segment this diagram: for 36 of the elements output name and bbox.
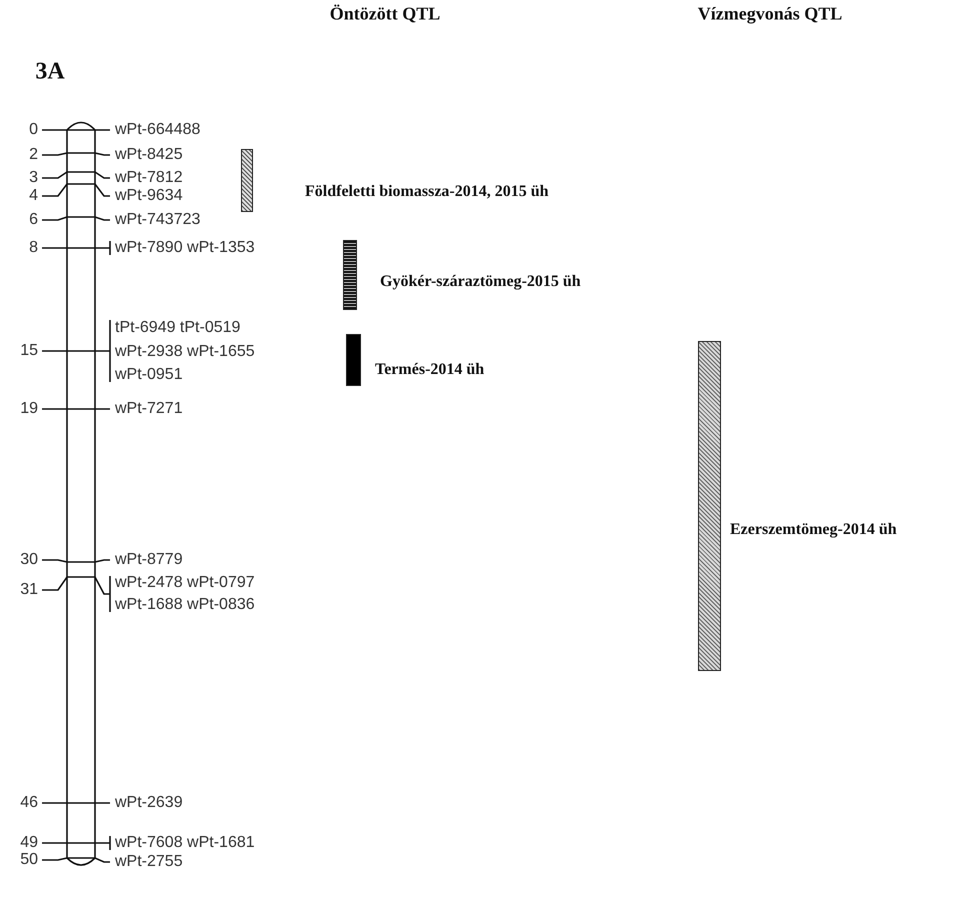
map-position: 49 xyxy=(20,834,38,852)
marker-name: wPt-7812 xyxy=(115,169,183,187)
qtl-label: Ezerszemtömeg-2014 üh xyxy=(730,521,897,539)
map-position: 3 xyxy=(29,169,38,187)
chromosome-label: 3A xyxy=(35,58,65,86)
marker-name: wPt-2755 xyxy=(115,853,183,871)
marker-name: wPt-1688 wPt-0836 xyxy=(115,596,255,614)
column-heading: Öntözött QTL xyxy=(330,4,440,24)
map-position: 31 xyxy=(20,581,38,599)
map-position: 8 xyxy=(29,239,38,257)
column-heading: Vízmegvonás QTL xyxy=(698,4,842,24)
marker-name: wPt-7890 wPt-1353 xyxy=(115,239,255,257)
marker-name: wPt-664488 xyxy=(115,121,200,139)
map-position: 46 xyxy=(20,794,38,812)
map-position: 0 xyxy=(29,121,38,139)
map-position: 6 xyxy=(29,211,38,229)
marker-name: wPt-2478 wPt-0797 xyxy=(115,574,255,592)
marker-name: wPt-8779 xyxy=(115,551,183,569)
qtl-label: Termés-2014 üh xyxy=(375,361,484,379)
map-position: 50 xyxy=(20,851,38,869)
map-position: 4 xyxy=(29,187,38,205)
qtl-label: Földfeletti biomassza-2014, 2015 üh xyxy=(305,183,549,201)
marker-name: wPt-0951 xyxy=(115,366,183,384)
map-position: 30 xyxy=(20,551,38,569)
marker-name: wPt-743723 xyxy=(115,211,200,229)
marker-name: tPt-6949 tPt-0519 xyxy=(115,319,240,337)
marker-name: wPt-8425 xyxy=(115,146,183,164)
marker-name: wPt-7608 wPt-1681 xyxy=(115,834,255,852)
map-position: 2 xyxy=(29,146,38,164)
map-position: 15 xyxy=(20,342,38,360)
map-position: 19 xyxy=(20,400,38,418)
marker-name: wPt-7271 xyxy=(115,400,183,418)
marker-name: wPt-2938 wPt-1655 xyxy=(115,343,255,361)
marker-name: wPt-2639 xyxy=(115,794,183,812)
marker-name: wPt-9634 xyxy=(115,187,183,205)
qtl-label: Gyökér-száraztömeg-2015 üh xyxy=(380,273,581,291)
